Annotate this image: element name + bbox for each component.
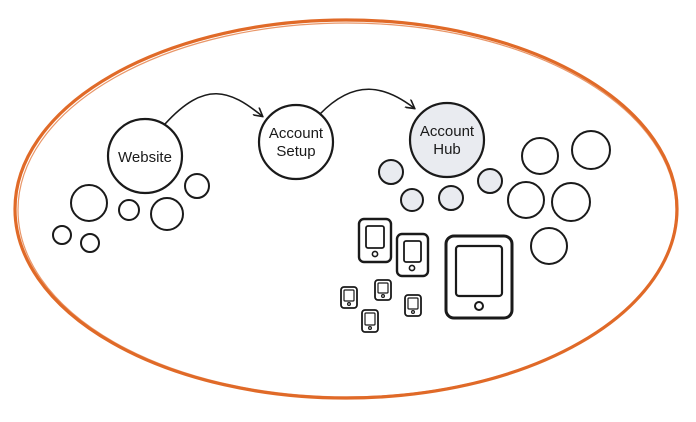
node-account-setup: Account Setup (257, 103, 335, 181)
hub-small-circle (400, 188, 424, 212)
hub-small-circle (378, 159, 404, 185)
node-account-hub: Account Hub (408, 101, 486, 179)
medium-circle (521, 137, 559, 175)
node-account-setup-label-line1: Account (269, 125, 324, 142)
left-circle-cluster (52, 173, 210, 253)
small-circle (52, 225, 72, 245)
hub-circle-cluster (378, 159, 503, 212)
arrow-setup-to-hub (319, 88, 414, 115)
node-website: Website (106, 117, 184, 195)
arrow-website-to-setup (164, 92, 262, 125)
small-circle (184, 173, 210, 199)
phone-icon (395, 232, 430, 278)
small-phone-icon (340, 286, 358, 309)
hub-small-circle (477, 168, 503, 194)
tablet-icon (444, 234, 514, 320)
boundary-ellipse (13, 18, 679, 400)
phone-icon (357, 217, 393, 264)
node-account-hub-label-line2: Hub (433, 141, 461, 158)
mobile-device-icon (340, 217, 514, 333)
small-phone-icon (404, 294, 422, 317)
small-circle (118, 199, 140, 221)
medium-circle (530, 227, 568, 265)
medium-circle (571, 130, 611, 170)
node-account-setup-label-line2: Setup (276, 143, 315, 160)
medium-circle (551, 182, 591, 222)
small-phone-icon (374, 279, 392, 301)
node-website-label: Website (118, 149, 172, 166)
small-phone-icon (361, 309, 379, 333)
right-circle-cluster (507, 130, 611, 265)
small-circle (150, 197, 184, 231)
node-account-hub-label-line1: Account (420, 123, 475, 140)
hub-small-circle (438, 185, 464, 211)
medium-circle (507, 181, 545, 219)
small-circle (80, 233, 100, 253)
small-circle (70, 184, 108, 222)
